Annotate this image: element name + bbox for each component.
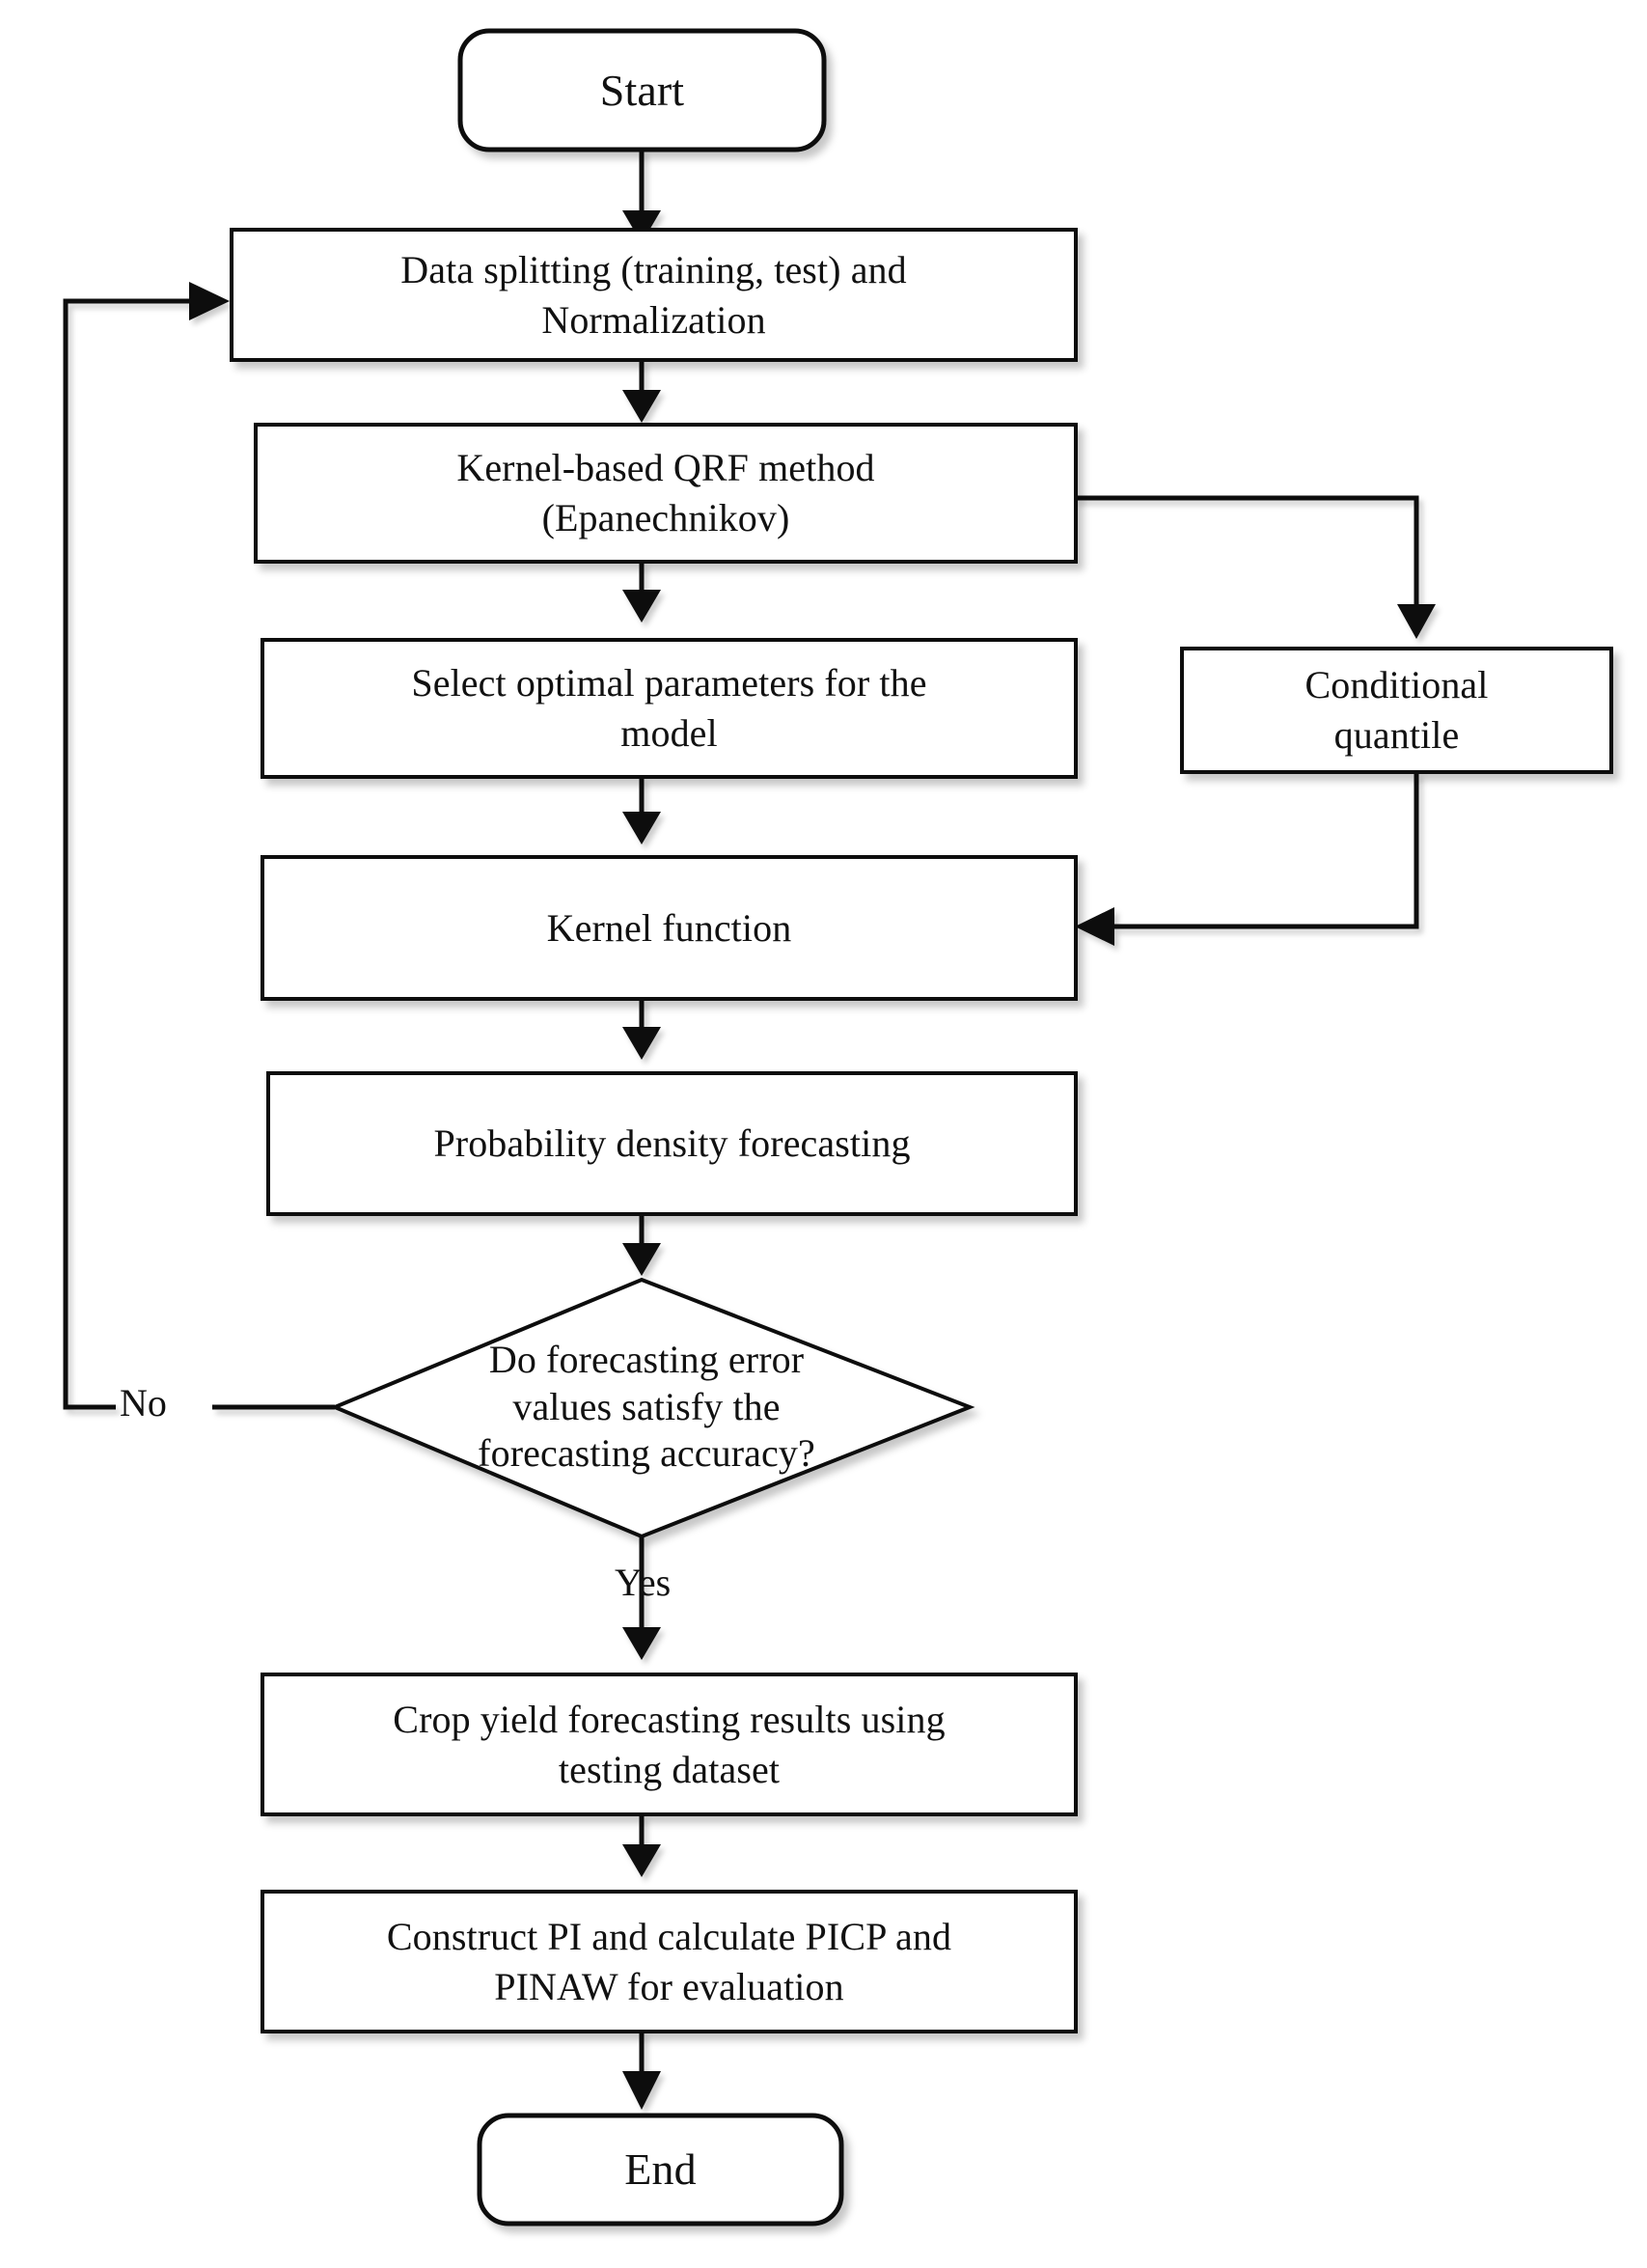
- node-crop-results-shape[interactable]: [261, 1673, 1078, 1816]
- arrowhead-crop-results-to-construct-pi: [622, 1844, 661, 1877]
- arrowhead-construct-pi-to-end: [622, 2071, 661, 2110]
- arrowhead-select-params-to-kernel-function: [622, 812, 661, 844]
- node-data-splitting-shape[interactable]: [230, 228, 1078, 362]
- arrowhead-no-feedback-to-data-splitting: [189, 282, 230, 320]
- arrowhead-qrf-to-conditional-quantile: [1397, 604, 1436, 639]
- node-pdf-forecast-shape[interactable]: [266, 1071, 1078, 1216]
- arrowhead-kernel-function-to-pdf: [622, 1027, 661, 1060]
- node-qrf-shape[interactable]: [254, 423, 1078, 564]
- node-conditional-quantile-shape[interactable]: [1180, 647, 1613, 774]
- edge-label-yes: Yes: [615, 1561, 672, 1604]
- node-end-shape[interactable]: [477, 2113, 844, 2227]
- node-construct-pi-shape[interactable]: [261, 1890, 1078, 2033]
- node-decision-shape[interactable]: [329, 1277, 975, 1539]
- arrowhead-pdf-to-decision: [622, 1243, 661, 1276]
- arrowhead-start-to-data-splitting: [622, 210, 661, 243]
- edge-label-no: No: [120, 1381, 167, 1424]
- edge-qrf-to-conditional-quantile: [1075, 495, 1419, 608]
- arrowhead-decision-yes-to-crop-results: [622, 1627, 661, 1660]
- arrowhead-conditional-quantile-to-kernel-function: [1075, 907, 1114, 946]
- arrowhead-qrf-to-select-params: [622, 590, 661, 622]
- node-select-params-shape[interactable]: [261, 638, 1078, 779]
- arrowhead-data-splitting-to-qrf: [622, 390, 661, 423]
- node-kernel-function-shape[interactable]: [261, 855, 1078, 1001]
- edge-no-feedback-to-data-splitting: [63, 298, 193, 1410]
- edge-conditional-quantile-to-kernel-function: [1110, 772, 1419, 929]
- node-start-shape[interactable]: [457, 28, 827, 152]
